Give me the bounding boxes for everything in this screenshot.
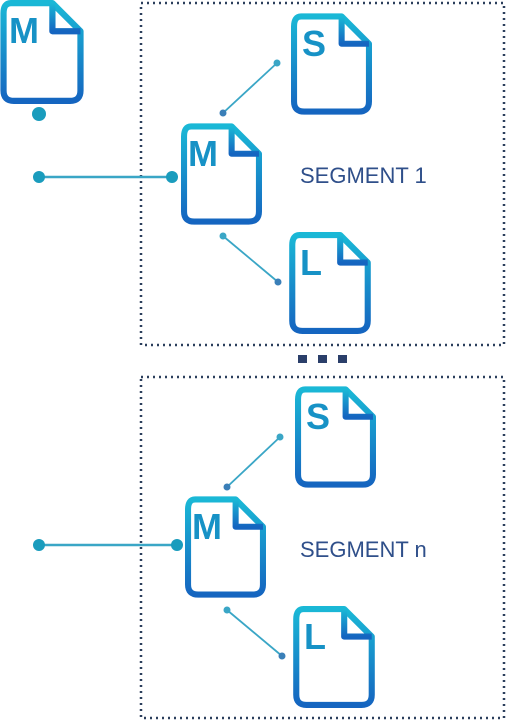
segment-1-box <box>139 1 506 347</box>
segment-n-l-document-icon: L <box>296 609 371 705</box>
doc-letter: M <box>188 133 218 174</box>
connector-dot <box>276 433 284 441</box>
connector-dot <box>278 652 286 660</box>
branch-dot <box>166 171 178 183</box>
branch-dot <box>171 539 183 551</box>
trunk-start-dot <box>32 107 46 121</box>
segment-n-box <box>139 375 506 720</box>
root-doc-letter: M <box>9 10 39 51</box>
connector-line <box>222 235 279 283</box>
connector-line <box>226 436 281 488</box>
doc-letter: M <box>192 506 222 547</box>
doc-letter: S <box>306 396 330 437</box>
ellipsis-icon <box>298 355 347 363</box>
root-master-document-icon: M <box>4 3 81 101</box>
segment-n-label: SEGMENT n <box>300 537 427 562</box>
doc-letter: L <box>300 242 322 283</box>
connector-line <box>222 62 278 114</box>
connector-dot <box>223 483 231 491</box>
connector-dot <box>219 232 227 240</box>
segment-1-l-document-icon: L <box>292 235 367 331</box>
branch-dot <box>33 171 45 183</box>
connector-dot <box>219 109 227 117</box>
segment-1-label: SEGMENT 1 <box>300 163 427 188</box>
segment-n-master-document-icon: M <box>188 499 263 594</box>
branch-dot <box>33 539 45 551</box>
doc-letter: S <box>302 23 326 64</box>
connector-dot <box>274 278 282 286</box>
connector-line <box>226 609 283 657</box>
connector-dot <box>223 606 231 614</box>
segment-1-master-document-icon: M <box>184 126 259 221</box>
doc-letter: L <box>304 616 326 657</box>
connector-dot <box>273 59 281 67</box>
segment-1-s-document-icon: S <box>294 16 369 111</box>
segment-n-s-document-icon: S <box>298 389 373 484</box>
